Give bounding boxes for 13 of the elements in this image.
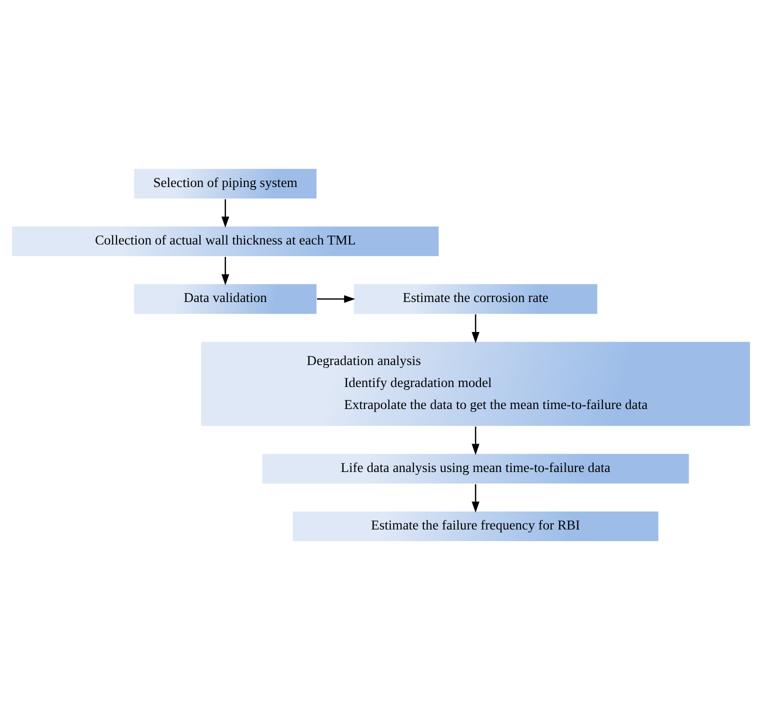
node-box: Life data analysis using mean time-to-failure data — [261, 452, 690, 484]
node-box: Estimate the corrosion rate — [353, 282, 598, 314]
node-box: Estimate the failure frequency for RBI — [292, 510, 660, 542]
node-box: Data validation — [133, 282, 318, 314]
arrow — [221, 198, 230, 228]
node-box: Degradation analysis Identify degradation model Extrapolate the data to get the mean time-to-failure data — [200, 340, 751, 426]
arrow — [472, 484, 480, 512]
arrow — [221, 256, 230, 285]
arrow — [472, 314, 480, 343]
node-box: Collection of actual wall thickness at each TML — [11, 225, 440, 257]
arrow — [472, 426, 480, 454]
arrow — [316, 294, 356, 302]
node-box: Selection of piping system — [133, 167, 318, 199]
